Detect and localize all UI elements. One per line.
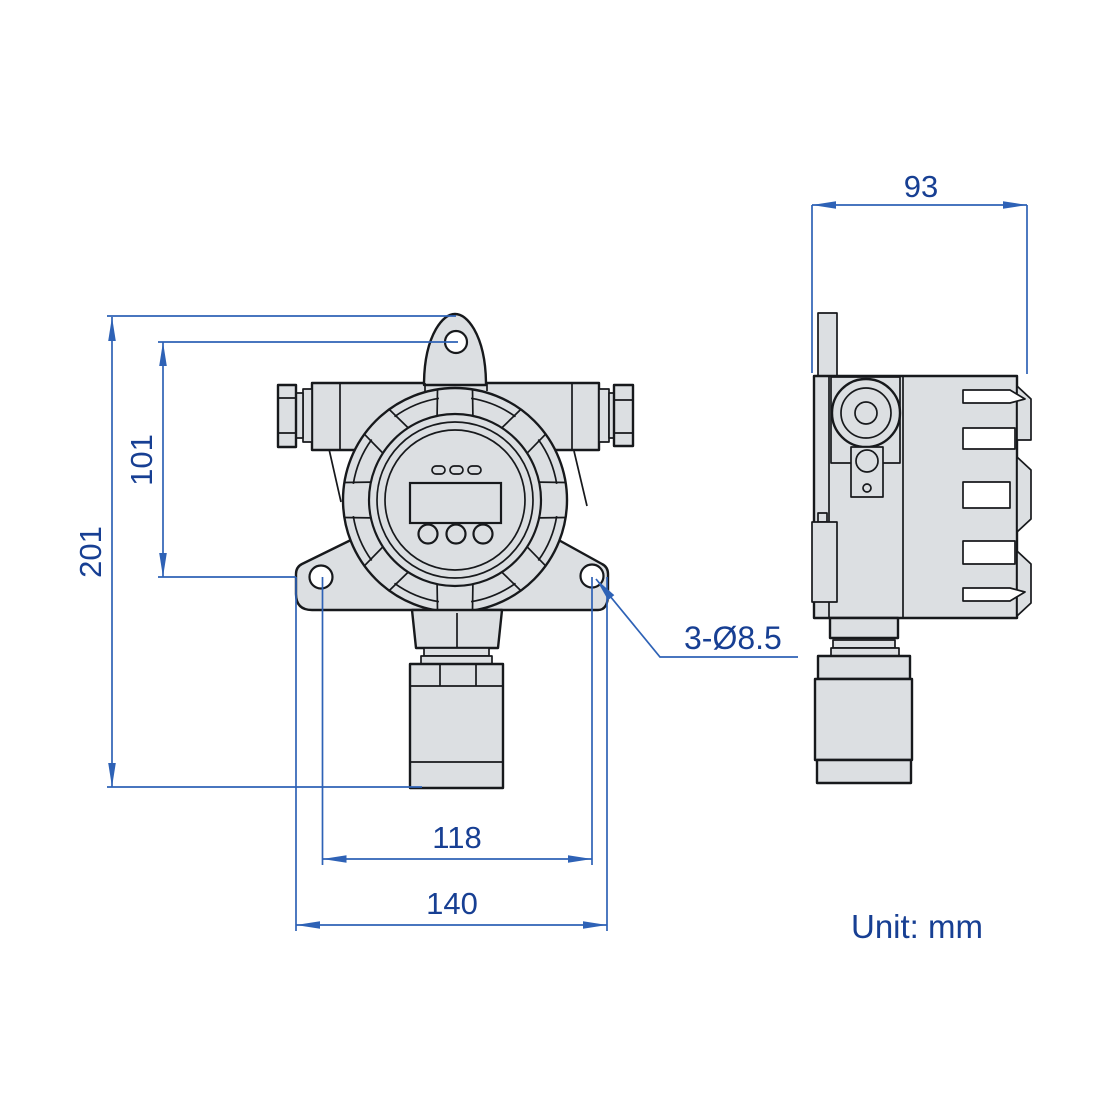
arrow-down-icon [159,553,167,577]
left-gland-facets [278,397,296,434]
button-2 [445,523,467,545]
arrow-right-icon [1003,201,1027,209]
face-rim-circle [376,421,534,579]
side-sensor-neck [828,616,900,640]
lcd-display [408,481,503,525]
dimension-hole-spacing: 118 [321,577,593,865]
dimension-lug-to-ear-hole: 101 [124,341,458,578]
arrow-down-icon [108,763,116,787]
left-gland-washer [302,388,313,443]
arrow-left-icon [812,201,836,209]
sensor-collar-1 [423,647,490,657]
dim-lug-to-ear-hole-label: 101 [124,434,159,486]
side-lug-tab [817,312,838,377]
right-gland-facets [614,399,633,434]
left-ear-hole [308,564,334,590]
side-terminal-block [811,521,838,603]
left-gland-cap [276,383,298,449]
button-1 [417,523,439,545]
face-window-circle [384,429,526,571]
arrow-up-icon [159,342,167,366]
right-gland-cap [612,383,635,448]
indicator-led-1 [431,465,446,475]
side-view [811,312,1032,785]
arrow-left-icon [296,921,320,929]
side-fin-slot-4 [962,540,1016,565]
bezel-inner-ring [367,412,543,588]
bezel-tab-lines [344,389,566,611]
bezel-groove-arcs [352,397,558,603]
indicator-led-3 [467,465,482,475]
dim-overall-height-label: 201 [73,526,108,578]
arrow-up-icon [108,317,116,341]
side-bracket-circle [855,449,879,473]
front-view [276,312,635,790]
side-fin-slot-3 [962,481,1011,509]
side-terminal-nub [817,512,828,523]
lug-base-lines [424,383,488,391]
right-wing-edge-line [573,450,588,507]
indicator-led-2 [449,465,464,475]
arrow-right-icon [583,921,607,929]
side-sensor-band [815,758,913,785]
side-gland-ring [840,387,892,439]
side-fin-tab-2 [1016,456,1032,533]
dimension-overall-height: 201 [73,315,456,788]
leader-arrow-icon [596,579,615,601]
button-3 [472,523,494,545]
side-fin-slot-5 [962,587,1026,602]
dimension-depth: 93 [811,169,1028,374]
sensor-housing-lines [410,664,503,763]
dim-overall-width-label: 140 [426,886,478,921]
dim-depth-label: 93 [904,169,938,204]
dim-hole-spacing-label: 118 [432,820,481,855]
unit-label: Unit: mm [851,908,983,945]
side-sensor-collar-1 [832,639,896,649]
dimension-overall-width: 140 [295,577,608,931]
arrow-right-icon [568,855,592,863]
arrow-left-icon [322,855,347,863]
hole-callout: 3-Ø8.5 [595,578,798,658]
sensor-housing [408,662,505,790]
side-gland-outer-circle [830,377,902,449]
side-fin-slot-2 [962,427,1016,450]
side-gland-hub [854,401,878,425]
right-gland-washer [598,388,610,443]
side-sensor-top [816,654,912,681]
left-wing-edge-line [328,448,342,503]
side-bracket-dot [862,483,872,493]
side-fin-slot-1 [962,389,1026,404]
side-sensor-body [813,677,914,762]
hole-callout-label: 3-Ø8.5 [684,620,782,656]
